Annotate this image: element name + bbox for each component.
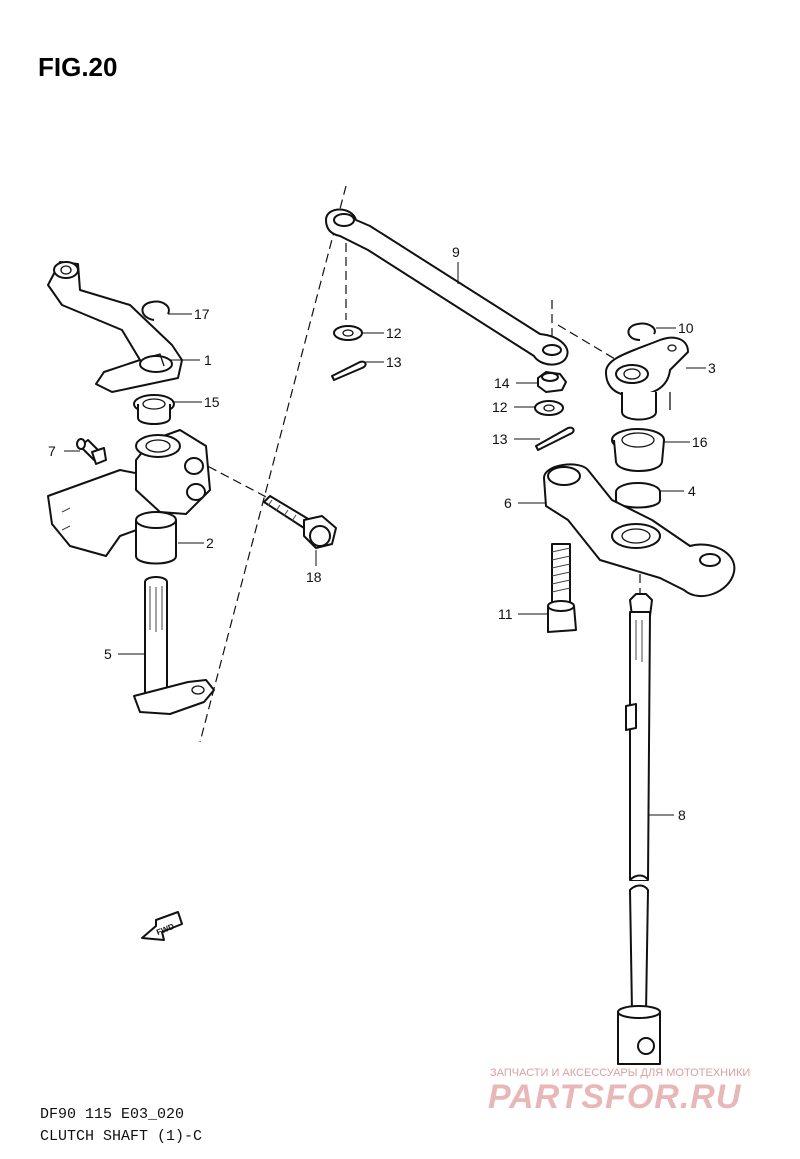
part-12-washer-left[interactable]: [333, 325, 363, 341]
part-13-cotter-pin-right[interactable]: [535, 426, 575, 451]
callout-14: 14: [494, 375, 510, 391]
callout-10: 10: [678, 320, 694, 336]
part-8-shift-shaft[interactable]: [617, 593, 661, 1065]
callout-16: 16: [692, 434, 708, 450]
callout-5: 5: [104, 646, 112, 662]
part-4-ring[interactable]: [615, 482, 661, 509]
part-18-bolt[interactable]: [263, 495, 337, 549]
callout-7: 7: [48, 443, 56, 459]
part-7-grease-nipple[interactable]: [76, 438, 107, 465]
part-16-bushing[interactable]: [611, 428, 665, 472]
callout-3: 3: [708, 360, 716, 376]
part-14-nut[interactable]: [537, 371, 567, 393]
figure-title: FIG.20: [38, 52, 117, 82]
callout-1: 1: [204, 352, 212, 368]
callout-17: 17: [194, 306, 210, 322]
callout-12a: 12: [386, 325, 402, 341]
part-13-cotter-pin-left[interactable]: [331, 360, 367, 381]
part-1-lever[interactable]: [47, 261, 183, 393]
part-11-bolt[interactable]: [547, 543, 577, 633]
part-6-shift-bracket[interactable]: [543, 463, 736, 597]
watermark-brand: PARTSFOR.RU: [488, 1078, 742, 1116]
diagram-caption: CLUTCH SHAFT (1)-C: [40, 1128, 202, 1145]
part-15-bushing[interactable]: [133, 394, 175, 425]
part-12-washer-right[interactable]: [534, 400, 564, 416]
callout-9: 9: [452, 244, 460, 260]
part-2-clutch-bracket[interactable]: [47, 429, 211, 565]
part-5-clutch-shaft[interactable]: [133, 576, 215, 715]
callout-13b: 13: [492, 431, 508, 447]
model-code: DF90 115 E03_020: [40, 1106, 184, 1123]
part-10-e-clip[interactable]: [627, 322, 656, 341]
part-9-link-rod[interactable]: [325, 208, 569, 366]
callout-8: 8: [678, 807, 686, 823]
callout-11: 11: [498, 606, 513, 622]
callout-13a: 13: [386, 354, 402, 370]
callout-18: 18: [306, 569, 322, 585]
callout-6: 6: [504, 495, 512, 511]
watermark-tagline: ЗАПЧАСТИ И АКСЕССУАРЫ ДЛЯ МОТОТЕХНИКИ: [490, 1067, 750, 1079]
callout-15: 15: [204, 394, 220, 410]
part-3-shift-arm[interactable]: [605, 336, 689, 421]
assembly-line-left: [199, 185, 347, 743]
callout-12b: 12: [492, 399, 508, 415]
fwd-arrow-icon: FWD: [141, 911, 183, 941]
part-17-e-clip[interactable]: [141, 300, 170, 321]
assembly-line-right: [551, 300, 621, 363]
callout-2: 2: [206, 535, 214, 551]
callout-4: 4: [688, 483, 696, 499]
